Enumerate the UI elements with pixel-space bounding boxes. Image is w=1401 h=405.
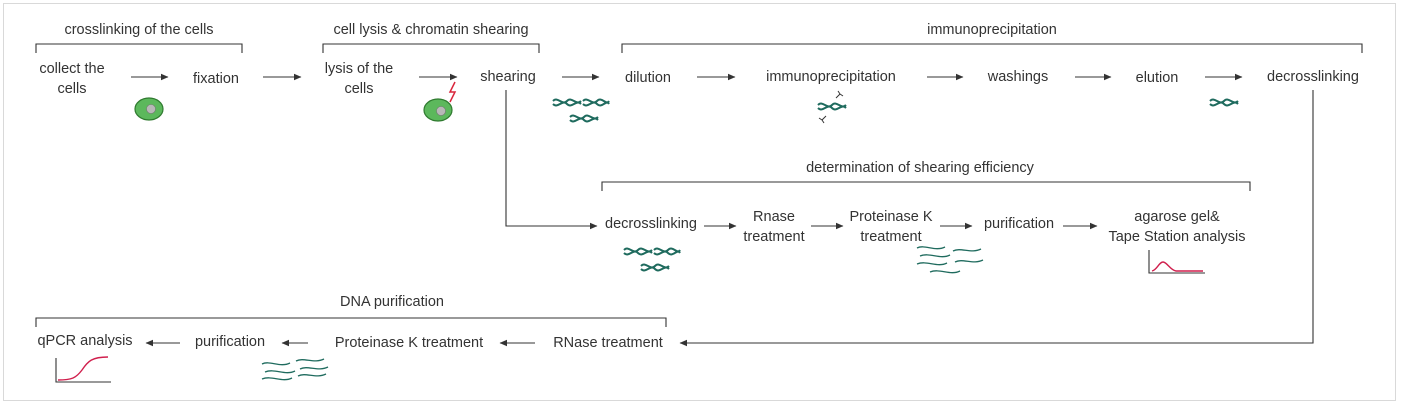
- bracket-crosslinking: [35, 43, 243, 53]
- section-dna-purification: DNA purification: [340, 294, 444, 310]
- step-immunoprecipitation: immunoprecipitation: [766, 69, 896, 85]
- step-gel-analysis: agarose gel& Tape Station analysis: [1108, 209, 1246, 245]
- step-rnase-treatment-3: RNase treatment: [553, 335, 663, 351]
- step-fixation: fixation: [193, 71, 239, 87]
- bracket-shearing-efficiency: [601, 181, 1251, 191]
- lysed-cell-icon: [423, 81, 457, 122]
- bracket-immunoprecipitation: [621, 43, 1363, 53]
- step-qpcr-analysis: qPCR analysis: [37, 333, 133, 349]
- size-profile-chart-icon: [1148, 250, 1205, 274]
- section-crosslinking: crosslinking of the cells: [64, 22, 214, 38]
- step-decrosslinking-2: decrosslinking: [605, 216, 697, 232]
- section-immunoprecipitation: immunoprecipitation: [927, 22, 1057, 38]
- step-purification-2: purification: [983, 216, 1055, 232]
- step-collect-cells: collect the cells: [39, 61, 105, 97]
- step-purification-3: purification: [194, 334, 266, 350]
- section-lysis: cell lysis & chromatin shearing: [333, 22, 529, 38]
- step-shearing: shearing: [480, 69, 536, 85]
- chromatin-fragments-icon: [552, 98, 610, 123]
- step-proteinase-treatment-3: Proteinase K treatment: [334, 335, 484, 351]
- bracket-lysis: [322, 43, 540, 53]
- step-washings: washings: [987, 69, 1049, 85]
- arrow-decrosslinking-down: [679, 90, 1314, 347]
- step-dilution: dilution: [625, 70, 671, 86]
- cell-icon: [134, 97, 164, 121]
- arrow-shearing-branch: [505, 90, 598, 230]
- antibody-chromatin-icon: [817, 90, 847, 124]
- step-elution: elution: [1135, 70, 1179, 86]
- step-decrosslinking: decrosslinking: [1267, 69, 1359, 85]
- qpcr-curve-icon: [55, 356, 111, 383]
- dna-strands-icon: [261, 358, 329, 381]
- diagram-frame: [3, 3, 1396, 401]
- bracket-dna-purification: [35, 317, 667, 327]
- dna-fragment-icon: [1209, 98, 1239, 107]
- section-shearing-efficiency: determination of shearing efficiency: [806, 160, 1034, 176]
- step-lysis: lysis of the cells: [324, 61, 394, 97]
- chromatin-fragments-icon: [623, 247, 681, 272]
- dna-strands-icon: [916, 246, 984, 274]
- step-proteinase-treatment: Proteinase K treatment: [849, 209, 933, 245]
- step-rnase-treatment: Rnase treatment: [743, 209, 805, 245]
